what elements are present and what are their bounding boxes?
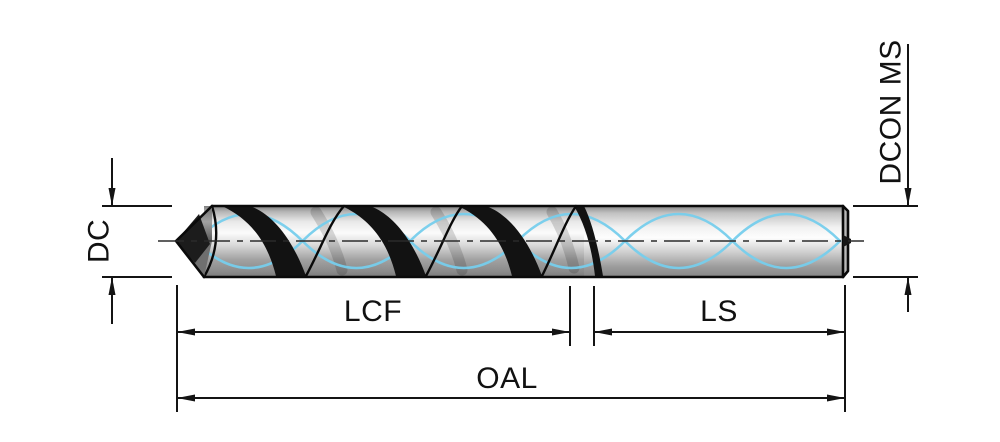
oal-label: OAL xyxy=(476,362,538,395)
flute-edge-line xyxy=(540,204,578,278)
lcf-dimension: LCF xyxy=(176,285,571,412)
ls-dimension: LS xyxy=(593,285,846,412)
dc-dimension: DC xyxy=(83,158,172,324)
tip-shoulder-curve xyxy=(202,204,218,279)
oal-dimension: OAL xyxy=(177,362,845,402)
arrowhead-right xyxy=(552,328,570,336)
arrowhead-left xyxy=(177,328,195,336)
arrowhead-up xyxy=(904,277,912,295)
outline-tip-edges xyxy=(174,204,214,279)
ls-label: LS xyxy=(700,295,738,328)
flute-band xyxy=(342,206,426,276)
shank-end-notch xyxy=(843,235,851,247)
arrowhead-down xyxy=(904,188,912,206)
dconms-dimension: DCON MS xyxy=(853,39,918,312)
drill-outline xyxy=(174,204,851,279)
flute-runout xyxy=(574,206,603,276)
arrowhead-right xyxy=(827,328,845,336)
arrowhead-left xyxy=(177,394,195,402)
lcf-label: LCF xyxy=(344,295,402,328)
flute-edge-line xyxy=(304,204,346,278)
arrowhead-right xyxy=(827,394,845,402)
dc-label: DC xyxy=(83,219,116,263)
dconms-label: DCON MS xyxy=(875,39,908,184)
drill-bit xyxy=(158,204,864,279)
arrowhead-left xyxy=(594,328,612,336)
arrowhead-down xyxy=(108,188,116,206)
arrowhead-up xyxy=(108,277,116,295)
flute-edge-line xyxy=(424,204,464,278)
